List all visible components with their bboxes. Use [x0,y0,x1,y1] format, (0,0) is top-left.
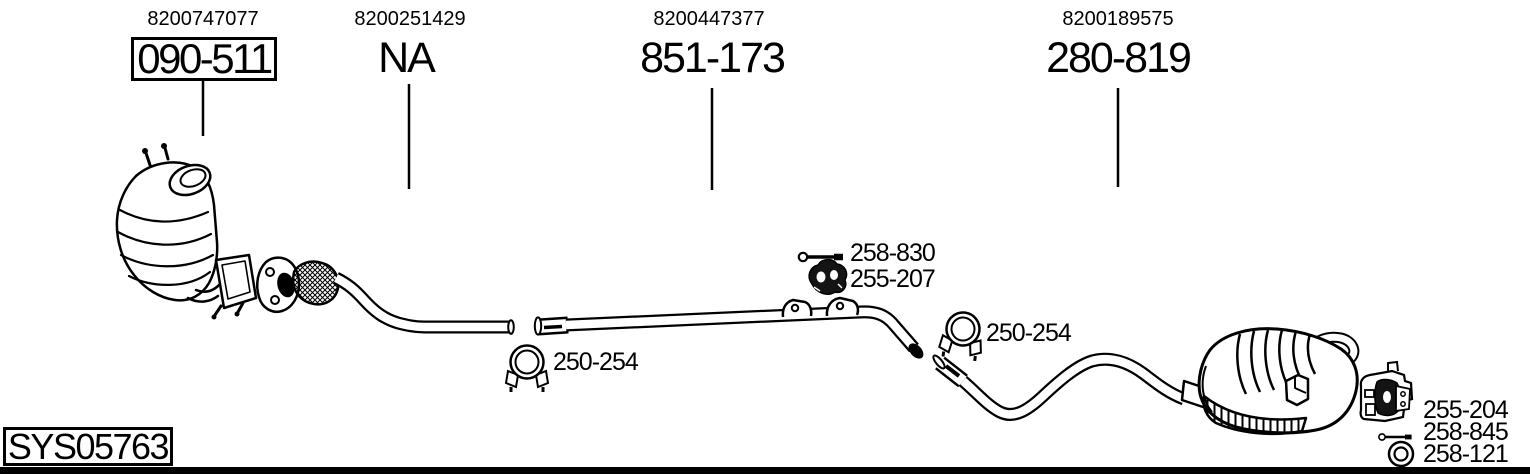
bolt-icon [799,253,843,261]
oe-number-2: 8200251429 [354,8,466,30]
gasket-ring-icon [1387,440,1415,468]
oe-number-1: 8200747077 [147,8,259,30]
mount-bracket-icon [1359,360,1414,423]
system-id-label: SYS05763 [7,425,170,467]
part-code-center-pipe: 851-173 [640,34,786,82]
rear-pipe-drawing [932,352,1187,421]
pipe-clamp-icon [936,308,988,364]
bottom-border-bar [0,467,1530,474]
callout-258-845: 258-845 [1423,418,1509,446]
rubber-hanger-icon [808,258,848,295]
callout-255-204: 255-204 [1423,396,1509,424]
callout-255-207: 255-207 [850,265,936,293]
callout-258-830: 258-830 [850,239,936,267]
front-pipe-drawing [256,256,515,335]
callout-258-121: 258-121 [1423,440,1509,468]
part-code-front-pipe: NA [378,34,436,82]
callout-250-254-b: 250-254 [986,319,1072,347]
leader-lines [201,80,1120,190]
part-code-rear-silencer: 280-819 [1046,34,1192,82]
part-code-label: 090-511 [137,35,273,82]
pipe-hanger-tab [781,298,813,318]
system-id-box: SYS05763 [3,425,173,467]
oe-number-3: 8200447377 [653,8,765,30]
rear-silencer-drawing [1180,327,1360,436]
pipe-clamp-icon [504,344,550,394]
bolt-icon [1379,434,1412,440]
callout-250-254-a: 250-254 [553,348,639,376]
oe-number-4: 8200189575 [1062,8,1174,30]
part-code-box-catalytic-converter: 090-511 [131,35,277,82]
pipe-hanger-tab [825,296,860,317]
catalytic-converter-drawing [115,143,258,320]
center-pipe-drawing [533,296,924,359]
